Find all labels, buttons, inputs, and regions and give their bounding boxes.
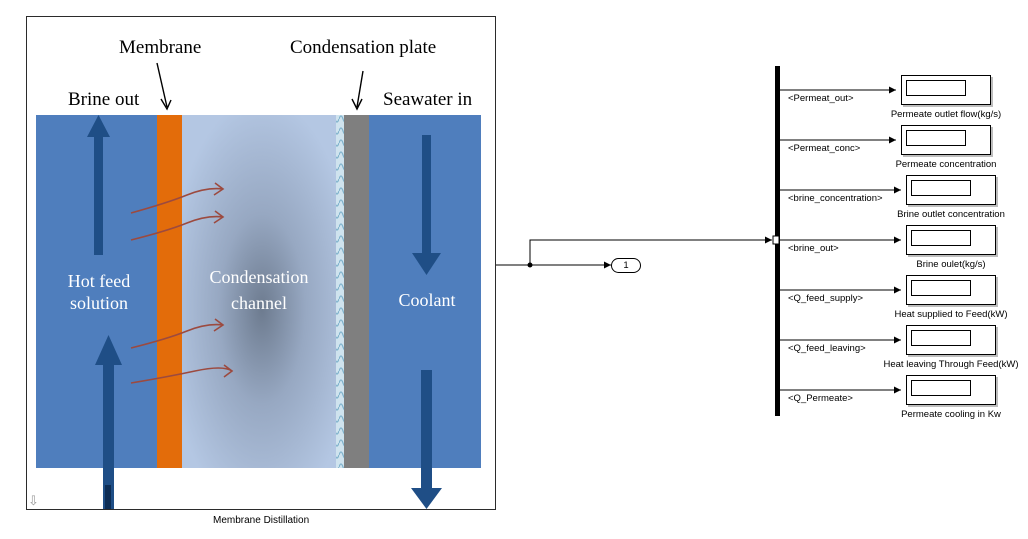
feed-in-arrow-icon <box>95 335 122 509</box>
bus-signal-label: <Permeat_conc> <box>788 143 861 154</box>
membrane-distillation-subsystem-block[interactable]: Membrane Condensation plate Brine out Se… <box>26 16 496 510</box>
display-block[interactable] <box>901 75 991 105</box>
subsystem-name-label: Membrane Distillation <box>213 515 310 526</box>
display-caption: Heat supplied to Feed(kW) <box>894 309 1008 320</box>
brine-out-arrow-icon <box>87 115 110 255</box>
signal-line-to-bus-selector <box>529 239 772 265</box>
display-block[interactable] <box>906 175 996 205</box>
bus-signal-label: <brine_out> <box>788 243 839 254</box>
display-value-box <box>911 180 971 196</box>
display-value-box <box>911 330 971 346</box>
hot-feed-label-line1: Hot feed <box>68 271 130 291</box>
coolant-label: Coolant <box>399 290 456 310</box>
display-caption: Brine oulet(kg/s) <box>916 259 986 270</box>
display-block[interactable] <box>906 325 996 355</box>
condensation-plate-strip <box>344 115 369 468</box>
coolant-arrow-top-icon <box>412 135 441 275</box>
display-block[interactable] <box>901 125 991 155</box>
outport-1[interactable]: 1 <box>611 258 641 273</box>
membrane-strip <box>157 115 182 468</box>
pointer-lines <box>156 62 364 111</box>
condensation-channel-label-line1: Condensation <box>210 267 309 287</box>
heat-transfer-arrows <box>130 182 234 384</box>
membrane-distillation-diagram: Membrane Condensation plate Brine out Se… <box>36 37 481 509</box>
display-caption: Heat leaving Through Feed(kW) <box>883 359 1019 370</box>
water-film <box>336 115 344 468</box>
display-value-box <box>906 130 966 146</box>
condensation-channel-region <box>182 115 342 468</box>
bus-signal-label: <brine_concentration> <box>788 193 883 204</box>
bus-signal-label: <Permeat_out> <box>788 93 854 104</box>
brine-out-label: Brine out <box>68 89 140 110</box>
coolant-arrow-bottom-icon <box>411 370 442 509</box>
condensation-plate-label: Condensation plate <box>290 37 436 58</box>
display-caption: Permeate concentration <box>895 159 997 170</box>
down-arrow-icon: ⇩ <box>28 493 39 508</box>
display-caption: Permeate outlet flow(kg/s) <box>890 109 1002 120</box>
hot-feed-label-line2: solution <box>70 293 128 313</box>
display-caption: Permeate cooling in Kw <box>901 409 1001 420</box>
condensation-channel-label-line2: channel <box>231 293 287 313</box>
bus-signal-label: <Q_feed_supply> <box>788 293 864 304</box>
bus-selector-bar <box>775 66 780 416</box>
membrane-label: Membrane <box>119 37 201 58</box>
display-block[interactable] <box>906 375 996 405</box>
display-caption: Brine outlet concentration <box>897 209 1005 220</box>
branch-point <box>527 262 533 268</box>
display-block[interactable] <box>906 275 996 305</box>
bus-signal-label: <Q_Permeate> <box>788 393 853 404</box>
display-value-box <box>911 380 971 396</box>
arrowhead-outport <box>604 261 611 269</box>
seawater-in-label: Seawater in <box>383 89 473 110</box>
display-value-box <box>906 80 966 96</box>
display-value-box <box>911 230 971 246</box>
display-value-box <box>911 280 971 296</box>
bus-signal-label: <Q_feed_leaving> <box>788 343 866 354</box>
display-block[interactable] <box>906 225 996 255</box>
outport-number: 1 <box>623 260 629 271</box>
